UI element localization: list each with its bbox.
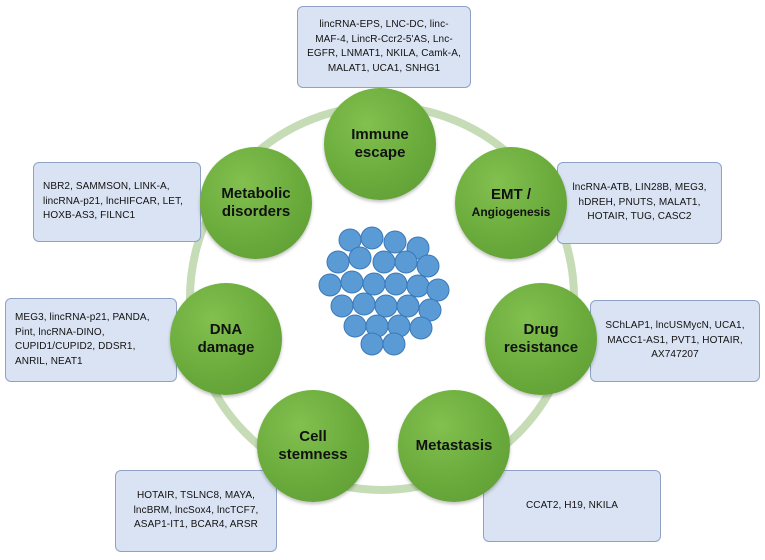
cell-circle-8 — [416, 254, 440, 278]
cell-circle-2 — [383, 230, 407, 254]
dna-damage-node: DNA damage — [170, 283, 282, 395]
cell-circle-5 — [348, 246, 372, 270]
emt-angiogenesis-node: EMT / Angiogenesis — [455, 147, 567, 259]
emt-label-2: Angiogenesis — [471, 205, 551, 219]
cell-circle-24 — [360, 332, 384, 356]
cell-circle-4 — [326, 250, 350, 274]
metabolic-label-2: disorders — [221, 203, 291, 220]
cell-circle-15 — [330, 294, 354, 318]
emt-label-1: EMT / — [491, 186, 531, 203]
emt-lncrna-list: lncRNA-ATB, LIN28B, MEG3, hDREH, PNUTS, … — [572, 182, 707, 223]
metastasis-lncrna-box: CCAT2, H19, NKILA — [483, 470, 661, 542]
cell-circle-6 — [372, 250, 396, 274]
cell-circle-13 — [406, 274, 430, 298]
dna-damage-label-1: DNA — [209, 321, 243, 338]
cell-circle-23 — [409, 316, 433, 340]
immune-escape-label-2: escape — [354, 144, 406, 161]
immune-escape-lncrna-list: lincRNA-EPS, LNC-DC, linc-MAF-4, LincR-C… — [307, 19, 461, 74]
cell-circle-17 — [374, 294, 398, 318]
cell-circle-16 — [352, 292, 376, 316]
cell-stemness-lncrna-box: HOTAIR, TSLNC8, MAYA, lncBRM, lncSox4, l… — [115, 470, 277, 552]
immune-escape-lncrna-box: lincRNA-EPS, LNC-DC, linc-MAF-4, LincR-C… — [297, 6, 471, 88]
drug-resistance-lncrna-list: SChLAP1, lncUSMycN, UCA1, MACC1-AS1, PVT… — [605, 320, 745, 361]
metabolic-disorders-node: Metabolic disorders — [200, 147, 312, 259]
cell-circle-18 — [396, 294, 420, 318]
dna-damage-lncrna-list: MEG3, lincRNA-p21, PANDA, Pint, lncRNA-D… — [15, 312, 150, 367]
emt-lncrna-box: lncRNA-ATB, LIN28B, MEG3, hDREH, PNUTS, … — [557, 162, 722, 244]
cell-circle-12 — [384, 272, 408, 296]
metastasis-node: Metastasis — [398, 390, 510, 502]
metabolic-disorders-lncrna-list: NBR2, SAMMSON, LINK-A, lincRNA-p21, lncH… — [43, 181, 184, 222]
metastasis-label: Metastasis — [415, 437, 493, 454]
cancer-cell-cluster-icon — [318, 226, 450, 356]
cell-circle-14 — [426, 278, 450, 302]
immune-escape-node: Immune escape — [324, 88, 436, 200]
dna-damage-lncrna-box: MEG3, lincRNA-p21, PANDA, Pint, lncRNA-D… — [5, 298, 177, 382]
metabolic-disorders-lncrna-box: NBR2, SAMMSON, LINK-A, lincRNA-p21, lncH… — [33, 162, 201, 242]
dna-damage-label-2: damage — [197, 339, 255, 356]
drug-resistance-label-2: resistance — [503, 339, 579, 356]
metastasis-lncrna-list: CCAT2, H19, NKILA — [525, 499, 619, 511]
cell-circle-20 — [343, 314, 367, 338]
drug-resistance-lncrna-box: SChLAP1, lncUSMycN, UCA1, MACC1-AS1, PVT… — [590, 300, 760, 382]
cell-circle-1 — [360, 226, 384, 250]
drug-resistance-label-1: Drug — [523, 321, 559, 338]
cell-stemness-node: Cell stemness — [257, 390, 369, 502]
drug-resistance-node: Drug resistance — [485, 283, 597, 395]
cell-circle-10 — [340, 270, 364, 294]
cell-stemness-label-1: Cell — [299, 428, 327, 445]
cell-stemness-label-2: stemness — [278, 446, 348, 463]
cell-circle-11 — [362, 272, 386, 296]
cell-stemness-lncrna-list: HOTAIR, TSLNC8, MAYA, lncBRM, lncSox4, l… — [133, 490, 259, 531]
cell-circle-7 — [394, 250, 418, 274]
metabolic-label-1: Metabolic — [221, 185, 291, 202]
immune-escape-label-1: Immune — [351, 126, 409, 143]
cell-circle-9 — [318, 273, 342, 297]
cell-circle-25 — [382, 332, 406, 356]
